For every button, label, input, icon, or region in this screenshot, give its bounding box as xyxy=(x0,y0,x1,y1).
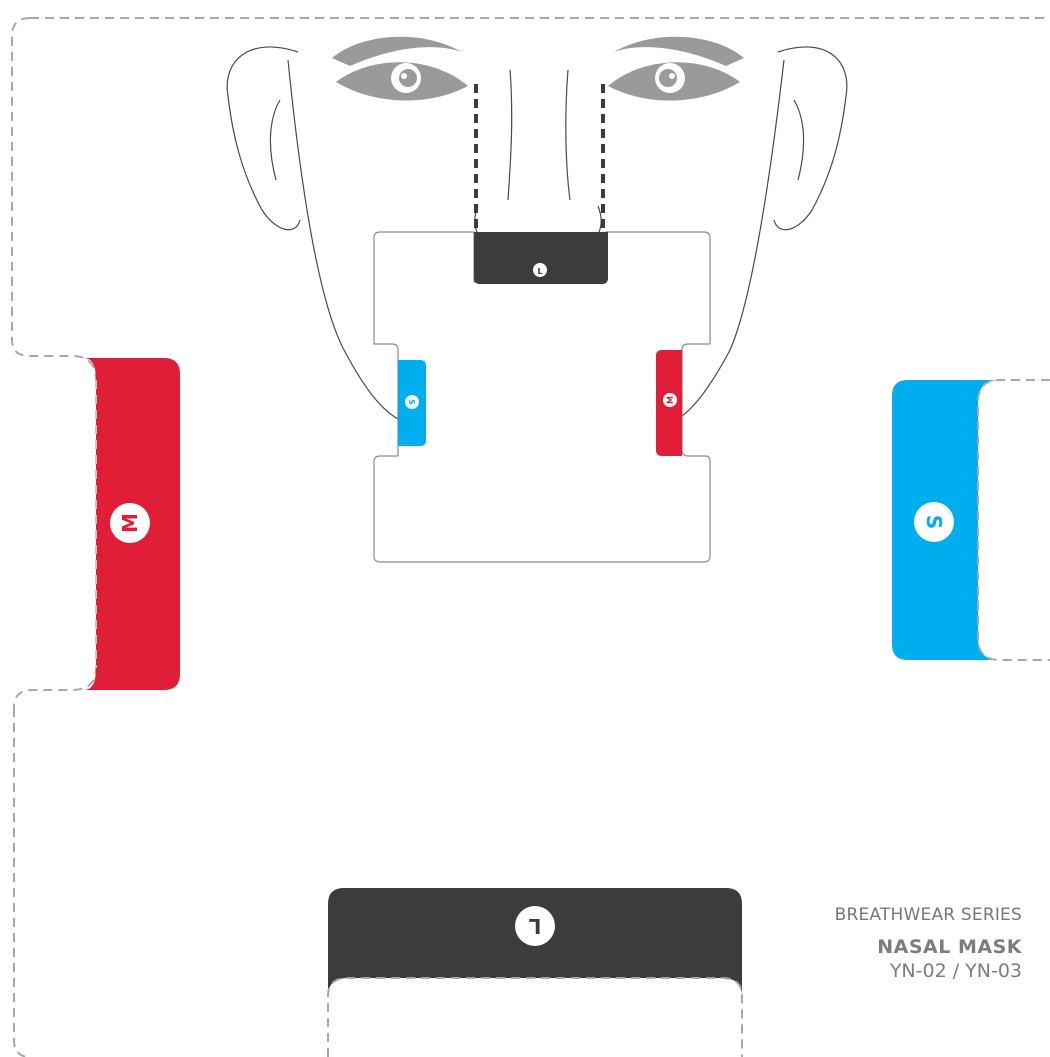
mask-outline xyxy=(373,231,711,563)
right-jaw xyxy=(675,59,785,421)
size-badge-m xyxy=(110,503,150,543)
mask-tab-l[interactable]: L xyxy=(474,232,608,284)
cut-line-s-tab xyxy=(977,379,1050,661)
right-eyebrow xyxy=(614,36,744,66)
cut-line-top xyxy=(11,17,1050,381)
size-tab-s[interactable]: S xyxy=(892,379,1050,661)
model-numbers: YN-02 / YN-03 xyxy=(889,960,1022,982)
series-label: BREATHWEAR SERIES xyxy=(834,905,1022,925)
mask-tab-l-letter: L xyxy=(537,267,542,276)
right-eye xyxy=(608,62,740,101)
left-ear xyxy=(226,46,301,231)
size-tab-l[interactable]: L xyxy=(327,888,743,1057)
left-eyebrow xyxy=(332,36,462,66)
cut-line-l-tab xyxy=(327,977,743,1057)
mask-tab-s-letter: S xyxy=(407,399,416,405)
mask-tab-m[interactable]: M xyxy=(656,350,682,456)
size-letter-m: M xyxy=(118,513,142,533)
cut-line-m-tab xyxy=(13,380,97,709)
size-letter-l: L xyxy=(528,914,541,938)
size-tab-m[interactable]: M xyxy=(84,358,180,690)
size-badge-l xyxy=(515,906,555,946)
left-jaw xyxy=(287,59,401,421)
size-badge-s xyxy=(914,502,954,542)
size-letter-s: S xyxy=(922,515,946,529)
mask-tab-s[interactable]: S xyxy=(398,360,426,446)
cut-line-left xyxy=(13,708,31,1057)
right-ear xyxy=(773,46,848,231)
mask-tab-m-letter: M xyxy=(666,396,675,404)
left-eye xyxy=(336,62,468,101)
product-title: NASAL MASK xyxy=(877,936,1022,958)
face-illustration xyxy=(226,46,848,421)
